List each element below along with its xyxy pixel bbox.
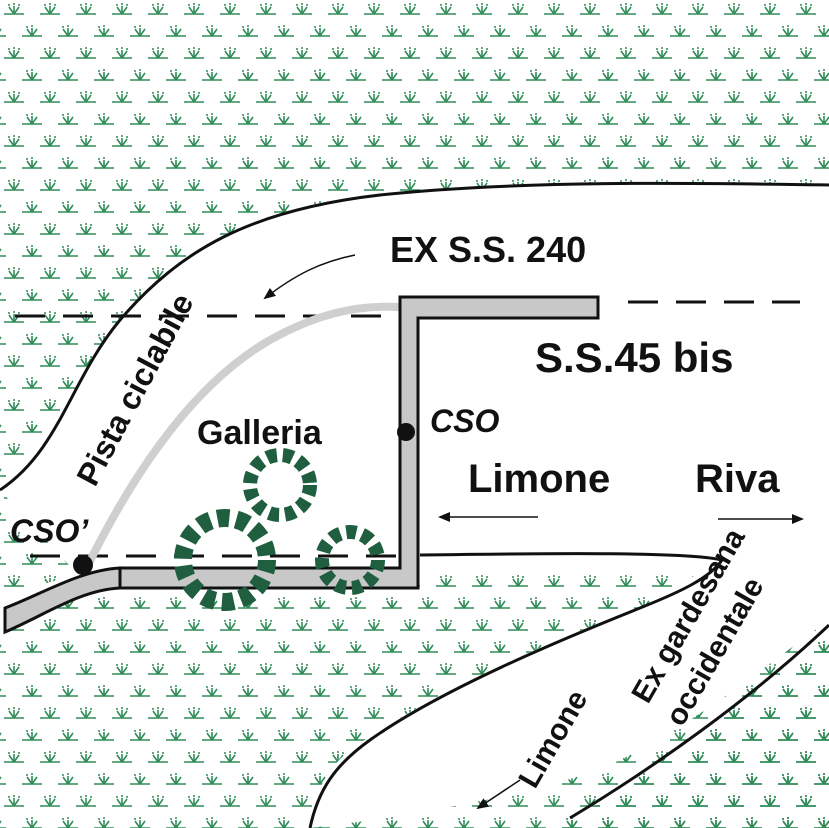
lower-shoreline bbox=[308, 552, 725, 828]
upper-shoreline bbox=[0, 181, 829, 492]
bike-path bbox=[84, 302, 401, 567]
right-vegetation bbox=[560, 625, 829, 828]
label-cso: CSO bbox=[430, 403, 499, 439]
label-ex-ss240: EX S.S. 240 bbox=[390, 229, 586, 270]
survey-point-cso-prime bbox=[73, 555, 93, 575]
road-stub-left bbox=[3, 566, 122, 635]
label-riva: Riva bbox=[695, 457, 780, 501]
tree-canopy-icon bbox=[174, 448, 385, 611]
label-limone-upper: Limone bbox=[468, 457, 610, 501]
lower-vegetation bbox=[0, 566, 700, 828]
tunnel-structure bbox=[118, 295, 600, 590]
outer-shoreline bbox=[569, 623, 829, 820]
direction-arrow-ex-ss240 bbox=[263, 254, 356, 300]
survey-point-cso bbox=[397, 423, 415, 441]
label-galleria: Galleria bbox=[197, 414, 323, 452]
label-cso-prime: CSO’ bbox=[10, 513, 89, 549]
direction-arrow-limone-lower bbox=[476, 779, 521, 810]
label-ss45bis: S.S.45 bis bbox=[535, 334, 733, 381]
